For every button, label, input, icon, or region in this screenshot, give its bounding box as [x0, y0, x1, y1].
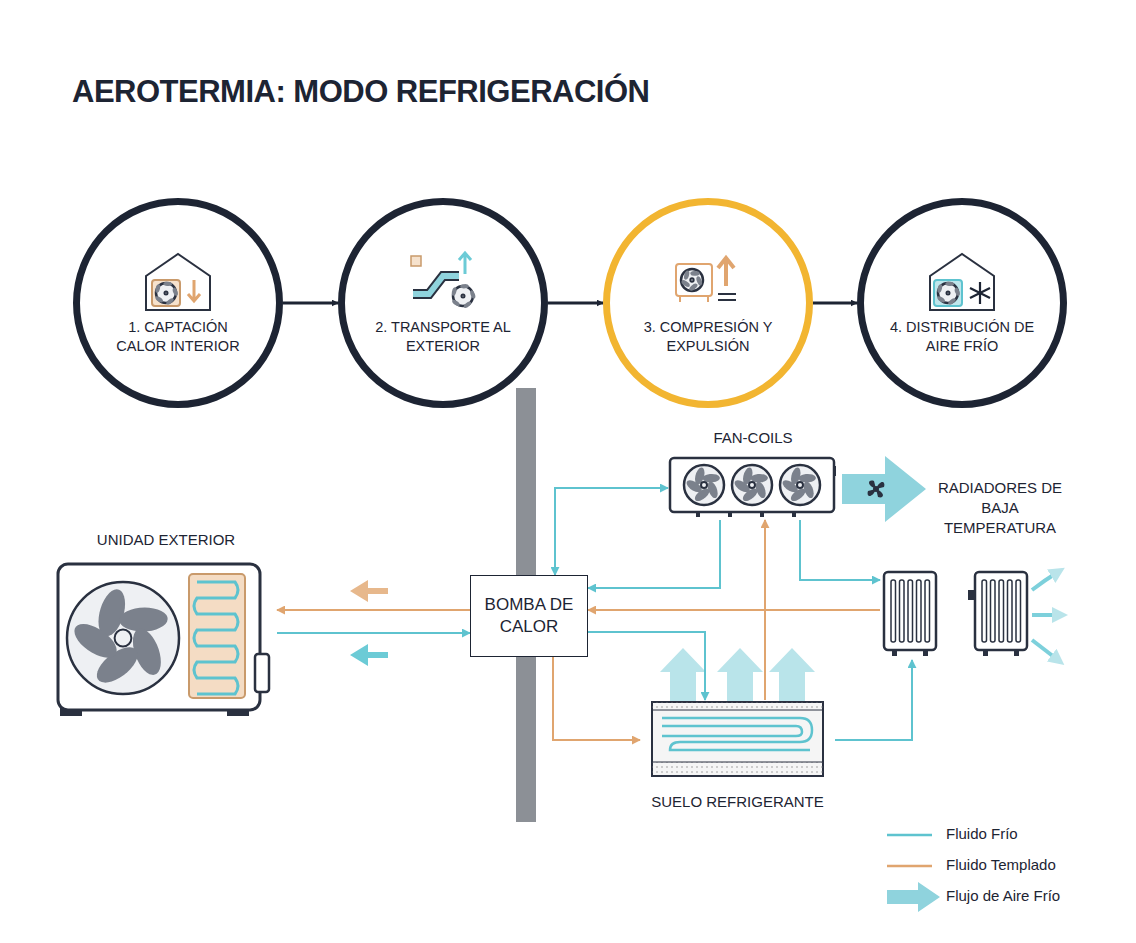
- flow-connector: [835, 660, 912, 740]
- flow-connector: [588, 609, 880, 611]
- node-label: SUELO REFRIGERANTE: [640, 792, 835, 812]
- fan-coil-node: FAN-COILS: [668, 428, 838, 520]
- step-circle: 3. COMPRESIÓN Y EXPULSIÓN: [603, 198, 813, 408]
- floor-node: SUELO REFRIGERANTE: [640, 700, 835, 812]
- cooling-floor: [650, 700, 825, 778]
- flow-connector: [548, 302, 603, 305]
- floor-wrap: [640, 700, 835, 782]
- outdoor-unit: [55, 560, 275, 720]
- node-label: 1. CAPTACIÓN CALOR INTERIOR: [103, 318, 253, 356]
- node-label: BOMBA DE CALOR: [475, 594, 583, 638]
- radiator-air: [1032, 572, 1060, 660]
- radiator-node: RADIADORES DE BAJA TEMPERATURA: [880, 490, 1065, 660]
- compression-icon: [668, 250, 748, 314]
- flow-connector: [283, 302, 338, 305]
- air-fan-icon: [868, 481, 885, 498]
- legend-text: Flujo de Aire Frío: [946, 887, 1060, 904]
- node-label: 3. COMPRESIÓN Y EXPULSIÓN: [633, 318, 783, 356]
- flow-connector: [588, 632, 705, 700]
- step-circle: 2. TRANSPORTE AL EXTERIOR: [338, 198, 548, 408]
- radiators: [880, 570, 1065, 660]
- node-label: RADIADORES DE BAJA TEMPERATURA: [925, 478, 1075, 538]
- node-label: FAN-COILS: [668, 428, 838, 448]
- legend-warm-line: [887, 865, 932, 868]
- flow-connector: [277, 632, 470, 634]
- flow-connector: [813, 302, 857, 305]
- process-box: BOMBA DE CALOR: [470, 575, 588, 657]
- distribution-icon: [922, 250, 1002, 314]
- cold-arrow: [350, 644, 388, 666]
- step-circle: 1. CAPTACIÓN CALOR INTERIOR: [73, 198, 283, 408]
- air-arrow: [842, 456, 926, 522]
- flow-connector: [764, 520, 766, 700]
- legend-cold-line: [887, 834, 932, 837]
- node-label: 2. TRANSPORTE AL EXTERIOR: [368, 318, 518, 356]
- legend-air-arrow: [887, 882, 940, 912]
- flow-connector: [588, 520, 720, 588]
- node-label: UNIDAD EXTERIOR: [55, 530, 277, 550]
- flow-connector: [800, 520, 880, 580]
- warm-arrow: [350, 580, 388, 602]
- node-label: 4. DISTRIBUCIÓN DE AIRE FRÍO: [887, 318, 1037, 356]
- flow-connector: [553, 657, 640, 740]
- outdoor-unit-node: UNIDAD EXTERIOR: [55, 530, 277, 718]
- capture-icon: [138, 250, 218, 314]
- flow-connector: [277, 609, 470, 611]
- flow-connector: [555, 488, 668, 575]
- legend-text: Fluido Templado: [946, 856, 1056, 873]
- fan-coil-unit: [668, 456, 836, 518]
- step-circle: 4. DISTRIBUCIÓN DE AIRE FRÍO: [857, 198, 1067, 408]
- title: AEROTERMIA: MODO REFRIGERACIÓN: [72, 74, 649, 110]
- legend-text: Fluido Frío: [946, 825, 1018, 842]
- floor-air-arrows: [660, 648, 815, 702]
- transport-icon: [403, 250, 483, 314]
